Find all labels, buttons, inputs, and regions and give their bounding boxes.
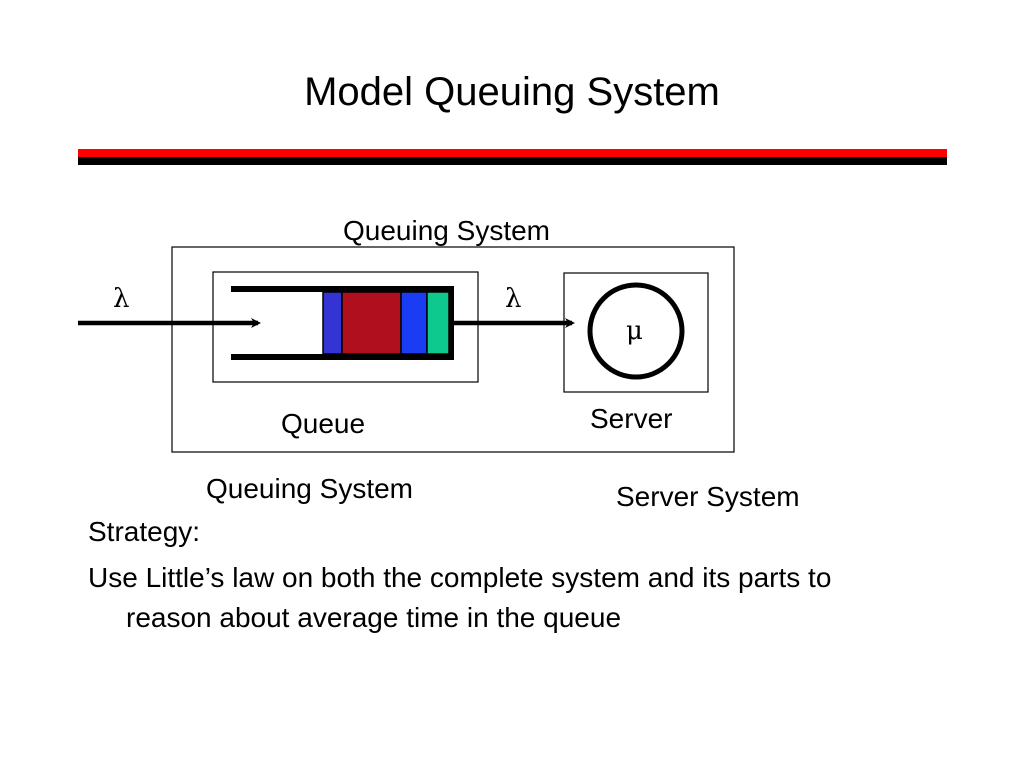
- queuing-system-box: [171, 246, 735, 453]
- strategy-heading: Strategy:: [88, 516, 201, 547]
- queue-label: Queue: [281, 408, 366, 439]
- queue-item: [341, 291, 402, 355]
- server-circle: [587, 282, 685, 380]
- service-rate-label: μ: [626, 316, 643, 346]
- title-underline-black: [78, 157, 947, 165]
- departure-rate-label: λ: [505, 284, 522, 314]
- slide-title: Model Queuing System: [304, 70, 720, 114]
- queue-item: [400, 291, 428, 355]
- strategy-block: Strategy: Use Little’s law on both the c…: [88, 512, 908, 638]
- server-label: Server: [590, 403, 673, 434]
- queuing-system-caption: Queuing System: [206, 473, 413, 504]
- server-system-caption: Server System: [616, 481, 800, 512]
- queuing-diagram: [78, 246, 735, 453]
- arrival-rate-label: λ: [113, 284, 130, 314]
- server-box: [563, 272, 709, 393]
- strategy-text: Use Little’s law on both the complete sy…: [88, 562, 832, 633]
- queue-item: [426, 291, 450, 355]
- queue-items: [322, 291, 450, 355]
- queue-item: [322, 291, 343, 355]
- queue-box: [212, 271, 479, 383]
- title-underline-red: [78, 149, 947, 157]
- queuing-system-title: Queuing System: [343, 215, 550, 246]
